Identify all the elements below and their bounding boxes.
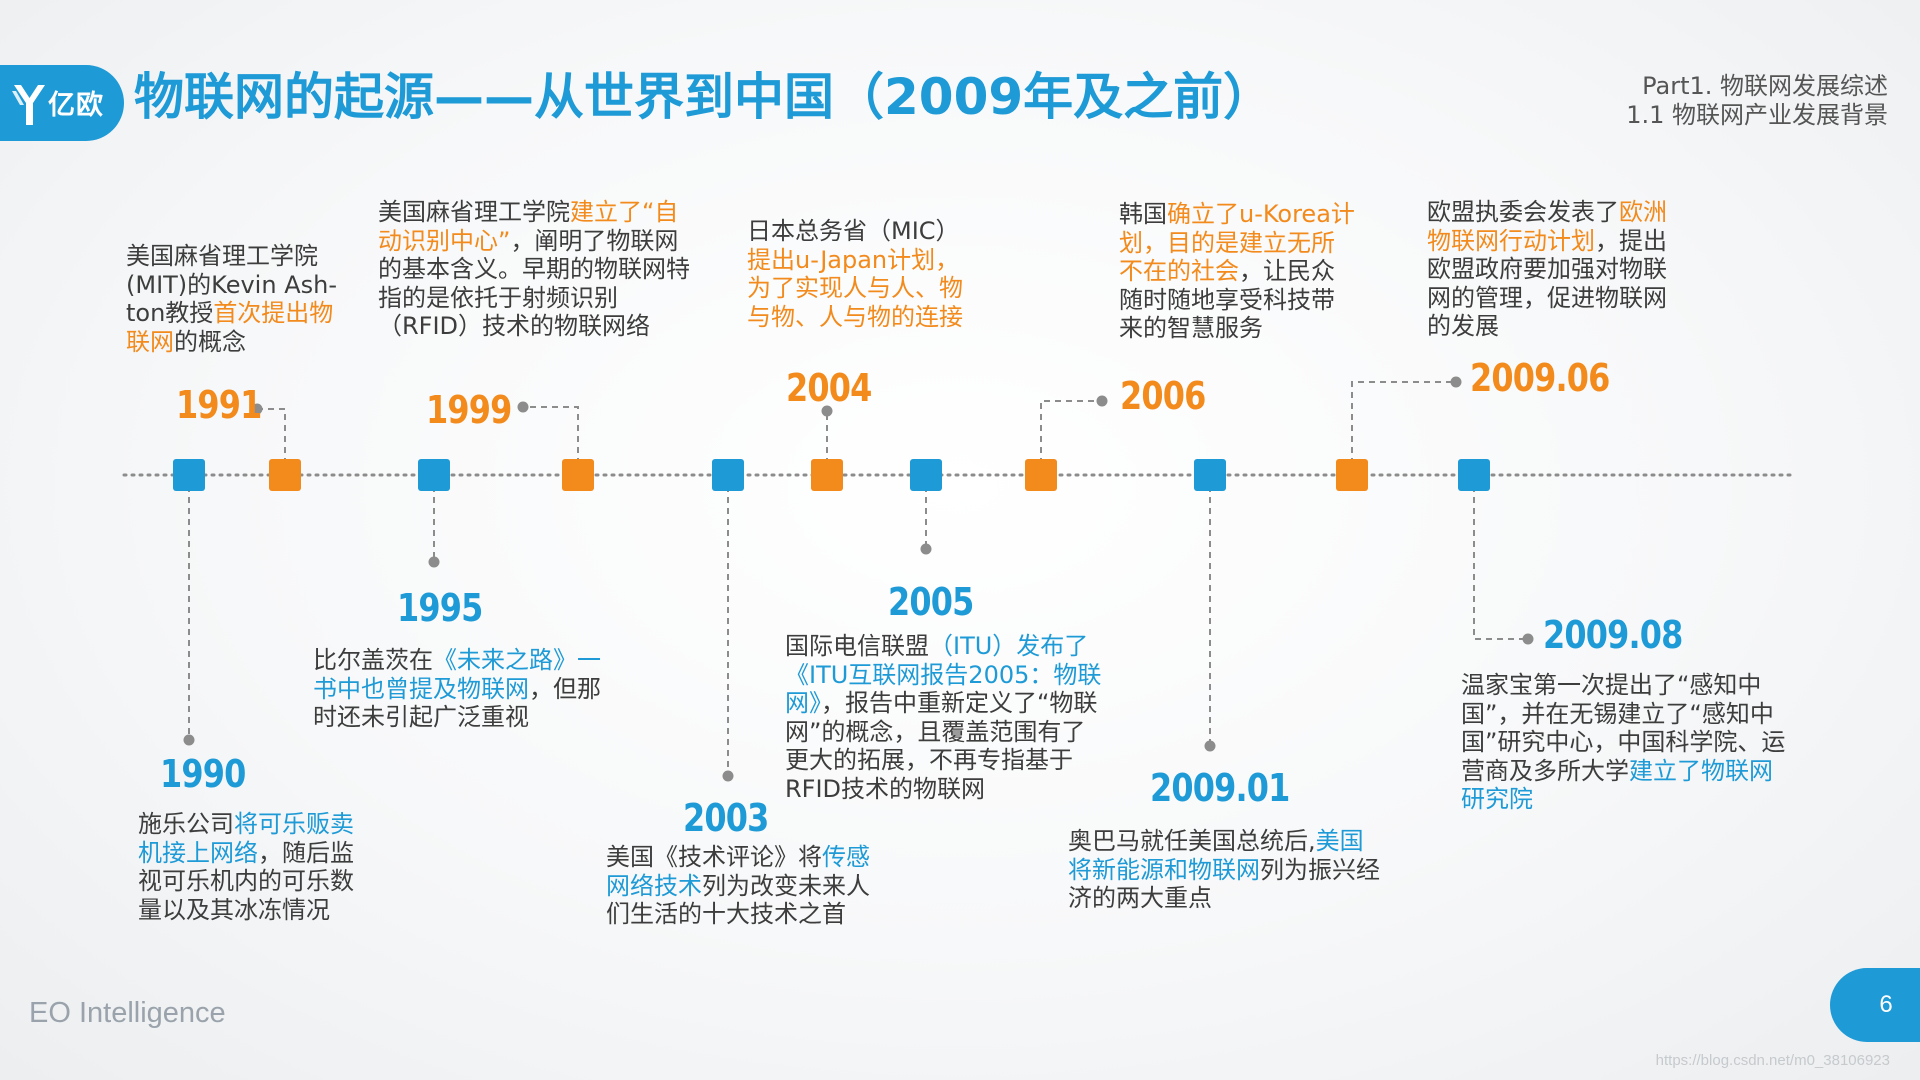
event-text-segment: ，提出欧盟政府要加强对物联网的管理，促进物联网的发展 <box>1427 226 1667 341</box>
event-text-segment: 欧盟执委会发表了 <box>1427 198 1619 226</box>
event-text-segment: 美国麻省理工学院(MIT)的Kevin Ash-ton教授 <box>126 242 337 327</box>
event-connector-dot <box>428 556 440 568</box>
event-connector-line <box>1473 475 1528 640</box>
event-connector-line <box>523 406 579 475</box>
event-text-segment: 国际电信联盟 <box>785 632 929 660</box>
event-connector-dot <box>920 543 932 555</box>
event-text-segment: 建立了“自动识别中心” <box>378 198 679 255</box>
event-text-segment: 施乐公司 <box>138 810 234 838</box>
event-text-segment: 列为改变未来人们生活的十大技术之首 <box>606 871 870 929</box>
event-connector-dot <box>183 734 195 746</box>
event-text-segment: 传感网络技术 <box>606 843 870 900</box>
event-text-segment: 的概念 <box>174 327 246 356</box>
event-connector-dot <box>251 403 263 415</box>
event-text-segment: ，报告中重新定义了“物联网”的概念，且覆盖范围有了更大的拓展，不再专指基于RFI… <box>785 689 1098 803</box>
event-connector-dot <box>821 405 833 417</box>
event-desc-2009-06: 欧盟执委会发表了欧洲物联网行动计划，提出欧盟政府要加强对物联网的管理，促进物联网… <box>1427 198 1675 341</box>
event-text-segment: 首次提出物联网 <box>126 299 334 356</box>
timeline-node-square <box>712 459 744 491</box>
timeline-node-square <box>1458 459 1490 491</box>
timeline-node-square <box>1336 459 1368 491</box>
event-desc-2004: 日本总务省（MIC）提出u-Japan计划，为了实现人与人、物与物、人与物的连接 <box>747 217 971 331</box>
page-number-badge: 6 <box>1830 968 1920 1042</box>
event-desc-2009-01: 奥巴马就任美国总统后,美国将新能源和物联网列为振兴经济的两大重点 <box>1068 827 1386 913</box>
event-text-segment: 美国麻省理工学院 <box>378 198 570 226</box>
year-label-2004: 2004 <box>786 366 872 410</box>
event-text-segment: （ITU）发布了《ITU互联网报告2005：物联网》 <box>785 632 1102 717</box>
year-label-1999: 1999 <box>426 388 512 432</box>
section-part-label: Part1. 物联网发展综述 <box>1642 72 1888 100</box>
section-subsection-label: 1.1 物联网产业发展背景 <box>1626 101 1888 129</box>
year-label-2005: 2005 <box>888 580 974 624</box>
logo-text: 亿欧 <box>48 90 104 121</box>
event-desc-1991: 美国麻省理工学院(MIT)的Kevin Ash-ton教授首次提出物联网的概念 <box>126 242 354 356</box>
event-connector-line <box>1351 381 1456 475</box>
event-text-segment: 日本总务省（MIC） <box>747 217 960 245</box>
event-connector-line <box>257 408 286 475</box>
timeline-node-square <box>1025 459 1057 491</box>
event-text-segment: ，随后监视可乐机内的可乐数量以及其冰冻情况 <box>138 838 354 924</box>
event-connector-dot <box>722 770 734 782</box>
event-desc-1995: 比尔盖茨在《未来之路》一书中也曾提及物联网，但那时还未引起广泛重视 <box>313 646 611 732</box>
timeline-nodes <box>173 459 1490 491</box>
event-text-segment: ，让民众随时随地享受科技带来的智慧服务 <box>1119 257 1335 342</box>
year-label-2009-06: 2009.06 <box>1470 356 1610 400</box>
year-label-2009-01: 2009.01 <box>1150 766 1290 810</box>
footer-brand: EO Intelligence <box>29 997 226 1029</box>
event-text-segment: ，但那时还未引起广泛重视 <box>313 674 601 732</box>
event-desc-1999: 美国麻省理工学院建立了“自动识别中心”，阐明了物联网的基本含义。早期的物联网特指… <box>378 198 690 341</box>
event-text-segment: 《未来之路》一书中也曾提及物联网 <box>313 646 601 703</box>
event-connector-dot <box>1204 740 1216 752</box>
year-label-1995: 1995 <box>397 586 483 630</box>
page-number: 6 <box>1879 991 1893 1018</box>
event-desc-2003: 美国《技术评论》将传感网络技术列为改变未来人们生活的十大技术之首 <box>606 843 892 929</box>
timeline-node-square <box>269 459 301 491</box>
timeline-node-square <box>173 459 205 491</box>
event-text-segment: 温家宝第一次提出了“感知中国”，并在无锡建立了“感知中国”研究中心，中国科学院、… <box>1461 671 1786 785</box>
event-text-segment: 列为振兴经济的两大重点 <box>1068 855 1380 913</box>
event-text-segment: 确立了u-Korea计划，目的是建立无所不在的社会 <box>1119 200 1355 285</box>
timeline-node-square <box>910 459 942 491</box>
timeline-node-square <box>811 459 843 491</box>
event-text-segment: 美国将新能源和物联网 <box>1068 827 1364 884</box>
event-connector-dot <box>1450 376 1462 388</box>
event-text-segment: 欧洲物联网行动计划 <box>1427 198 1667 255</box>
year-label-2003: 2003 <box>683 796 769 840</box>
event-connector-dot <box>1522 633 1534 645</box>
event-desc-2009-08: 温家宝第一次提出了“感知中国”，并在无锡建立了“感知中国”研究中心，中国科学院、… <box>1461 671 1793 814</box>
event-text-segment: 比尔盖茨在 <box>313 646 433 674</box>
event-text-segment: 韩国 <box>1119 200 1167 228</box>
event-text-segment: 提出u-Japan计划，为了实现人与人、物与物、人与物的连接 <box>747 245 963 331</box>
event-text-segment: 建立了物联网研究院 <box>1461 756 1773 814</box>
timeline-node-square <box>418 459 450 491</box>
event-desc-2006: 韩国确立了u-Korea计划，目的是建立无所不在的社会，让民众随时随地享受科技带… <box>1119 200 1355 343</box>
logo-badge: 亿欧 <box>0 65 124 141</box>
section-label: Part1. 物联网发展综述 1.1 物联网产业发展背景 <box>1626 72 1888 130</box>
event-connector-line <box>1040 400 1102 475</box>
timeline-node-square <box>1194 459 1226 491</box>
event-text-segment: 奥巴马就任美国总统后, <box>1068 827 1316 855</box>
timeline-node-square <box>562 459 594 491</box>
year-label-2009-08: 2009.08 <box>1543 613 1683 657</box>
year-label-1990: 1990 <box>160 752 246 796</box>
page-title: 物联网的起源——从世界到中国（2009年及之前） <box>134 68 1274 126</box>
event-desc-1990: 施乐公司将可乐贩卖机接上网络，随后监视可乐机内的可乐数量以及其冰冻情况 <box>138 810 356 924</box>
event-text-segment: 将可乐贩卖机接上网络 <box>138 810 354 867</box>
event-connector-dot <box>1096 395 1108 407</box>
year-label-1991: 1991 <box>176 383 262 427</box>
watermark: https://blog.csdn.net/m0_38106923 <box>1655 1052 1890 1069</box>
event-desc-2005: 国际电信联盟（ITU）发布了《ITU互联网报告2005：物联网》，报告中重新定义… <box>785 632 1103 803</box>
event-text-segment: ，阐明了物联网的基本含义。早期的物联网特指的是依托于射频识别（RFID）技术的物… <box>378 226 690 341</box>
event-text-segment: 美国《技术评论》将 <box>606 843 822 871</box>
event-connector-dot <box>517 401 529 413</box>
yiou-logo-icon <box>12 85 45 125</box>
year-label-2006: 2006 <box>1120 374 1206 418</box>
